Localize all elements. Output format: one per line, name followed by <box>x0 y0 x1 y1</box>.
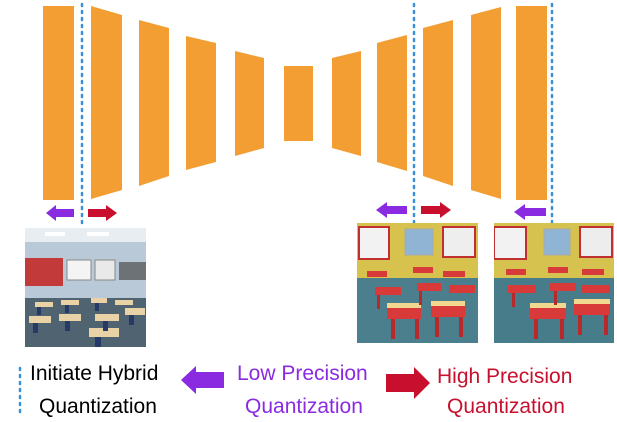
hybrid-quantization-label-line1: Initiate Hybrid <box>30 362 159 385</box>
decoder-block-2 <box>377 35 407 171</box>
encoder-block-4 <box>186 36 216 170</box>
low-precision-label-line1: Low Precision <box>237 362 368 385</box>
low-precision-arrow-2 <box>376 202 407 218</box>
decoder-block-1 <box>332 51 361 156</box>
high-precision-arrow-2 <box>421 202 451 218</box>
classroom-generated-photo-2 <box>494 223 614 343</box>
low-precision-arrow-3 <box>514 204 546 220</box>
encoder-block-1 <box>43 6 74 200</box>
encoder-block-2 <box>91 6 122 199</box>
encoder-block-3 <box>139 20 169 186</box>
low-precision-label-line2: Quantization <box>245 395 363 418</box>
high-precision-label-line2: Quantization <box>447 395 565 418</box>
legend-low-precision-arrow <box>181 366 224 394</box>
encoder-block-5 <box>235 51 264 156</box>
decoder-block-3 <box>423 20 453 186</box>
bottleneck-block <box>284 66 313 141</box>
legend-high-precision-arrow <box>386 367 430 399</box>
high-precision-arrow-1 <box>88 205 117 221</box>
low-precision-arrow-1 <box>46 205 74 221</box>
decoder-block-4 <box>471 7 501 199</box>
classroom-input-photo <box>25 228 146 347</box>
decoder-block-5 <box>516 6 547 200</box>
high-precision-label-line1: High Precision <box>437 365 573 388</box>
classroom-generated-photo-1 <box>357 223 478 343</box>
hybrid-quantization-label-line2: Quantization <box>39 395 157 418</box>
